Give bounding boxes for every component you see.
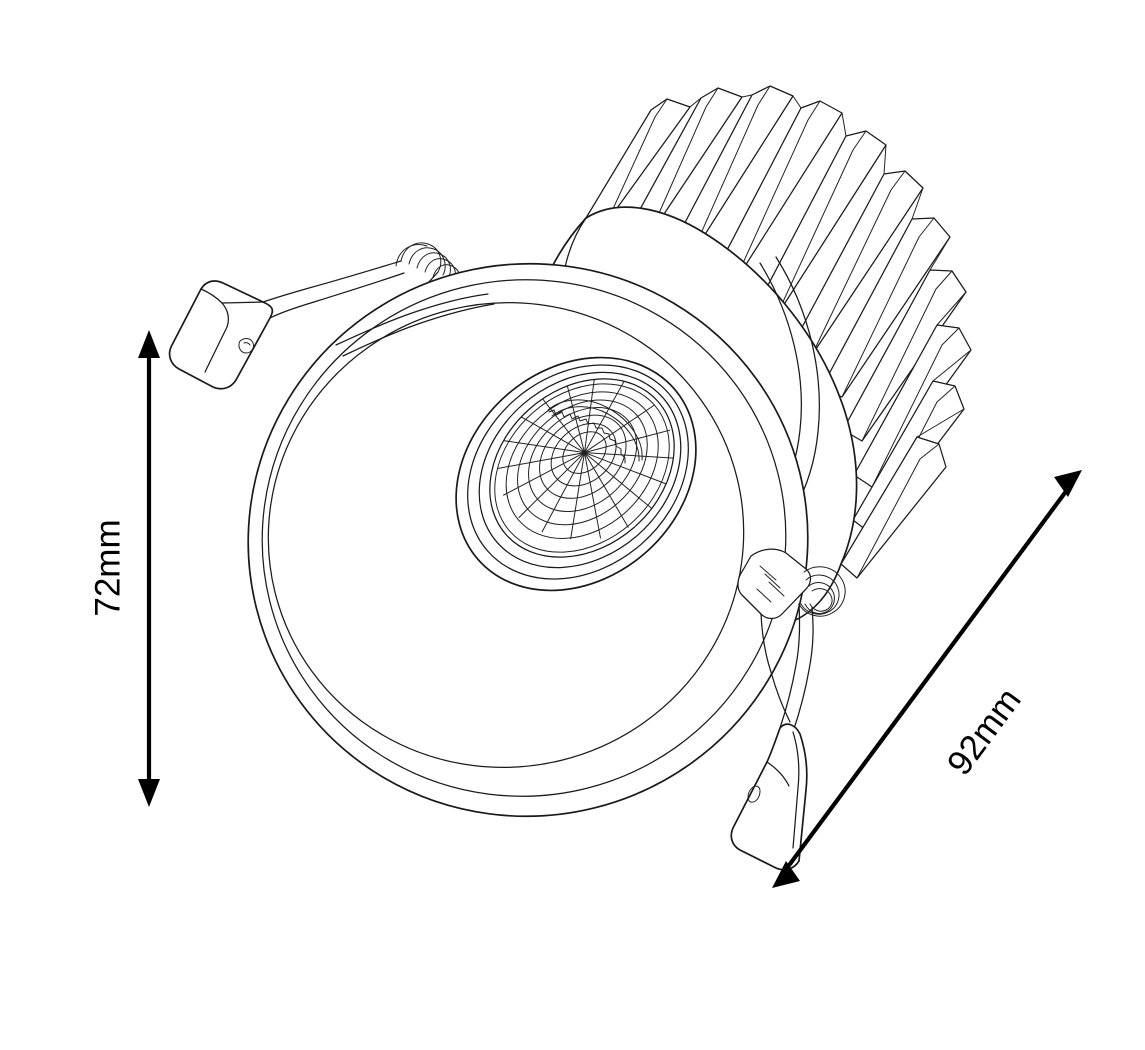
reflector-collar-mid (467, 364, 689, 580)
downlight-product-illustration (168, 85, 972, 871)
reflector-grid-texture (494, 374, 675, 553)
height-arrowhead-bottom (138, 779, 160, 807)
height-arrowhead-top (138, 330, 160, 358)
height-dimension-label: 72mm (88, 519, 127, 616)
spring-wire-upper (335, 293, 489, 346)
reflector-collar-inner (478, 371, 682, 569)
depth-arrowhead-upper-right (1054, 470, 1082, 497)
led-emitter-edge (547, 399, 643, 461)
dimension-height-72mm: 72mm (88, 330, 160, 807)
spring-clip-lower (730, 548, 846, 871)
heatsink-fins (585, 85, 972, 579)
bezel-inner-edge (261, 279, 787, 797)
reflector-assembly (455, 356, 697, 592)
depth-arrowhead-lower-left (772, 861, 800, 888)
depth-dimension-line (785, 488, 1069, 870)
